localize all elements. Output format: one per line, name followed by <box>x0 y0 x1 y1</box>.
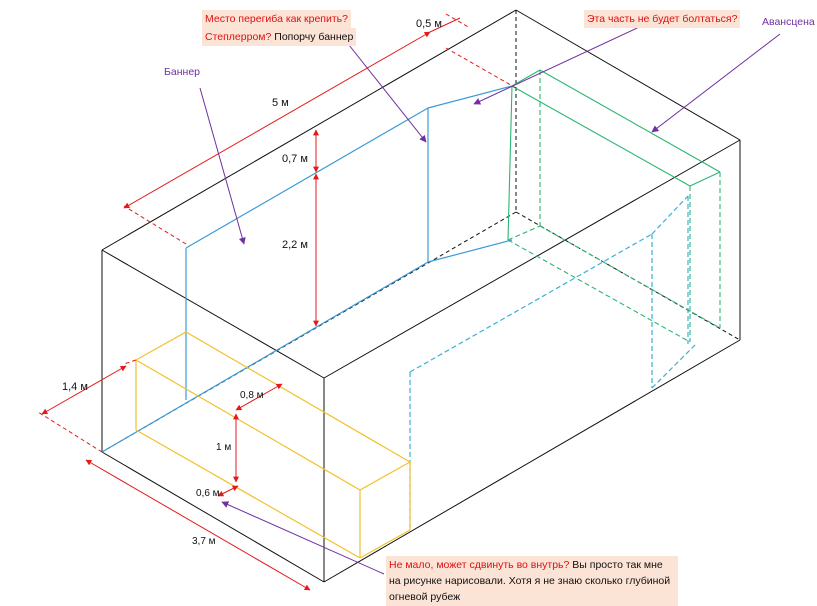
dim-width-label: 1,4 м <box>62 381 88 393</box>
dim-cube-gap-label: 0,6 м <box>196 488 220 499</box>
note-bend-q1: Место перегиба как крепить? <box>205 13 348 25</box>
note-depth: Не мало, может сдвинуть во внутрь? Вы пр… <box>386 556 678 606</box>
dim-cube-depth-label: 0,8 м <box>240 390 264 401</box>
dimension-lines <box>37 13 517 591</box>
note-depth-answer: Вы просто так мне на рисунке нарисовали.… <box>389 559 671 603</box>
dim-upper-banner-label: 0,7 м <box>282 153 308 165</box>
proscenium-dashed <box>507 70 721 343</box>
note-loose: Эта часть не будет болтаться? <box>584 10 741 28</box>
banner-right-dashed <box>409 195 697 528</box>
note-loose-text: Эта часть не будет болтаться? <box>584 10 741 28</box>
dim-top-offset-label: 0,5 м <box>416 18 442 30</box>
annotation-arrows <box>199 21 781 575</box>
dim-banner-height-label: 2,2 м <box>282 239 308 251</box>
dim-length-label: 5 м <box>272 97 289 109</box>
dim-cube-height-label: 1 м <box>216 442 231 453</box>
proscenium-label: Авансцена <box>762 16 815 28</box>
note-bend: Место перегиба как крепить? Степлерром? … <box>202 10 372 46</box>
note-depth-question: Не мало, может сдвинуть во внутрь? <box>389 559 570 571</box>
note-bend-q2: Степлерром? <box>205 31 272 43</box>
banner-label: Баннер <box>164 66 201 78</box>
proscenium-outline <box>507 69 721 241</box>
note-bend-answer: Попорчу баннер <box>274 31 354 43</box>
dim-front-width-label: 3,7 м <box>192 536 216 547</box>
banner-outline <box>101 85 513 453</box>
firing-line-box <box>134 331 412 559</box>
